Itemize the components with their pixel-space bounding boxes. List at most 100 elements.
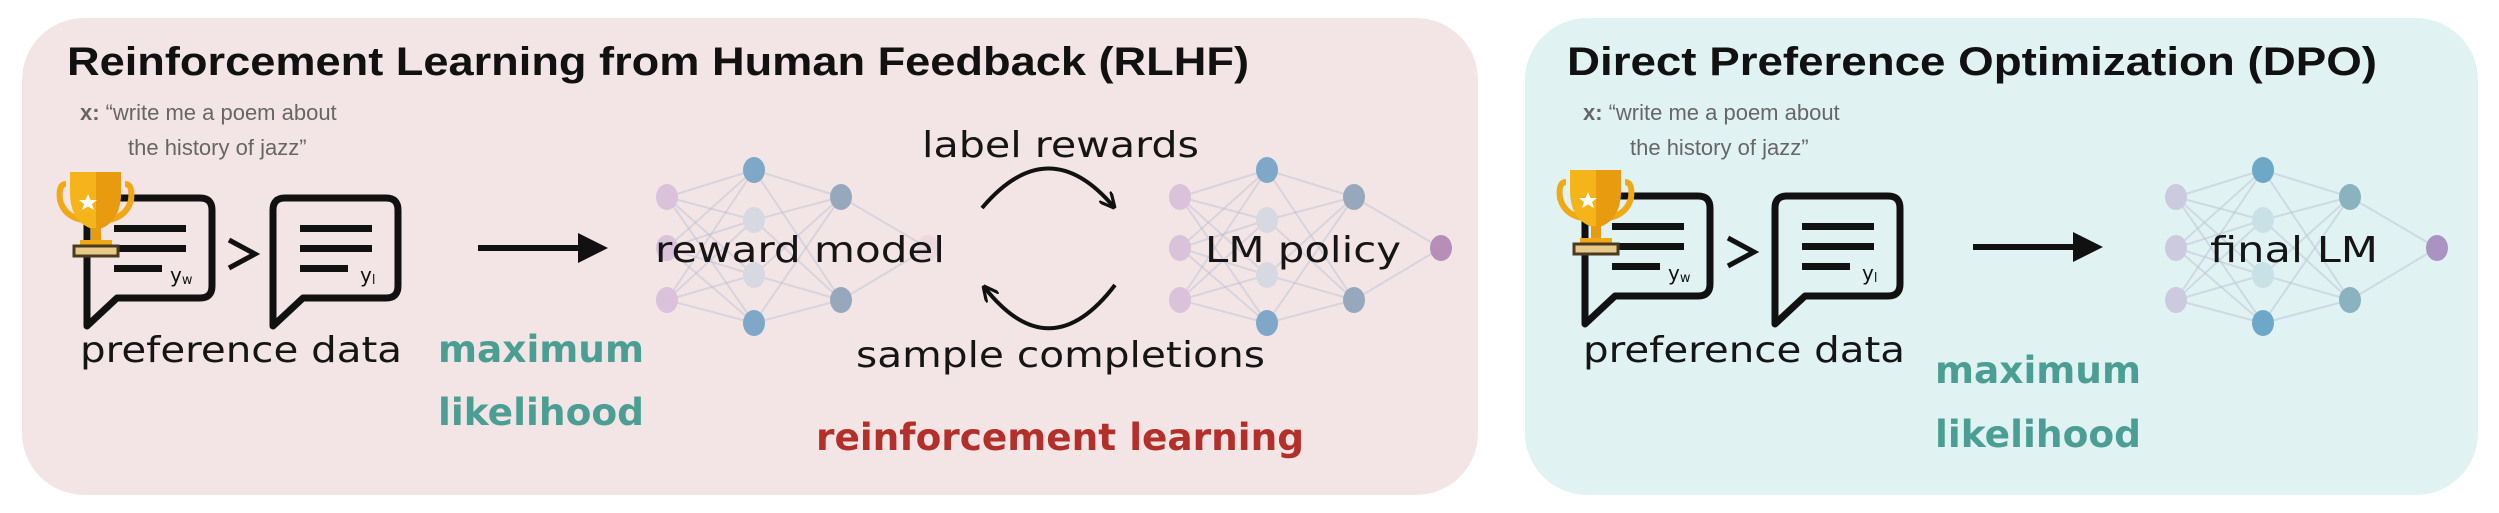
dpo-title: Direct Preference Optimization (DPO)	[1567, 40, 2377, 84]
label-rewards-label: label rewards	[922, 125, 1199, 166]
network-edge	[753, 196, 842, 324]
network-node	[2165, 287, 2187, 313]
network-edge	[2175, 219, 2264, 249]
network-edge	[1266, 169, 1355, 301]
network-node	[1343, 287, 1365, 313]
network-edge	[753, 169, 842, 301]
rlhf-loser-label: yl	[360, 263, 375, 288]
rlhf-preference-data-label: preference data	[80, 330, 402, 371]
network-node	[1256, 207, 1278, 233]
rlhf-prompt-line1: x:“write me a poem about	[80, 100, 337, 125]
lm-policy-network-icon	[1169, 157, 1452, 336]
network-edge	[666, 247, 755, 324]
network-edge	[1266, 299, 1355, 324]
network-edge	[1179, 169, 1268, 249]
network-edge	[1179, 169, 1268, 301]
network-edge	[1179, 274, 1268, 301]
network-edge	[1179, 299, 1268, 324]
network-edge	[2175, 169, 2264, 301]
network-edge	[666, 169, 755, 301]
network-node	[2252, 262, 2274, 288]
final-lm-label: final LM	[2210, 230, 2378, 271]
network-edge	[2175, 169, 2264, 198]
network-edge	[666, 274, 755, 301]
network-edge	[2349, 247, 2438, 301]
network-node	[2252, 207, 2274, 233]
dpo-ml-line2: likelihood	[1935, 413, 2141, 456]
network-edge	[666, 247, 755, 276]
network-edge	[2175, 247, 2264, 276]
network-edge	[1353, 247, 1442, 301]
dpo-preferred-over-icon	[1726, 235, 1760, 269]
network-node	[1256, 310, 1278, 336]
network-edge	[1179, 196, 1268, 221]
network-node	[1169, 235, 1191, 261]
network-node	[2252, 157, 2274, 183]
network-edge	[1266, 169, 1355, 198]
network-node	[743, 157, 765, 183]
rlhf-background	[22, 18, 1478, 495]
network-edge	[2262, 274, 2351, 301]
network-edge	[753, 299, 842, 324]
dpo-ml-line1: maximum	[1935, 349, 2141, 392]
network-edge	[753, 196, 842, 276]
network-edge	[753, 169, 842, 198]
dpo-prompt-line2: the history of jazz”	[1630, 135, 1809, 160]
rlhf-winner-label: yw	[170, 263, 193, 288]
dpo-prompt-line1: x:“write me a poem about	[1583, 100, 1840, 125]
sample-completions-arrow-icon	[985, 285, 1117, 331]
rlhf-panel: Reinforcement Learning from Human Feedba…	[22, 18, 1478, 495]
network-node	[1430, 235, 1452, 261]
network-node	[2339, 287, 2361, 313]
network-edge	[753, 196, 842, 221]
network-edge	[2175, 274, 2264, 301]
rlhf-preferred-over-icon	[227, 237, 261, 271]
network-node	[917, 235, 939, 261]
network-node	[830, 287, 852, 313]
network-node	[1169, 184, 1191, 210]
lm-policy-label: LM policy	[1205, 230, 1401, 271]
rlhf-title: Reinforcement Learning from Human Feedba…	[67, 40, 1249, 84]
dpo-winner-label: yw	[1668, 261, 1691, 286]
network-edge	[1179, 219, 1268, 249]
network-edge	[2262, 196, 2351, 221]
network-node	[2165, 235, 2187, 261]
network-edge	[1266, 196, 1355, 324]
network-edge	[666, 299, 755, 324]
network-edge	[2175, 247, 2264, 324]
network-node	[1256, 262, 1278, 288]
network-edge	[1266, 274, 1355, 301]
network-edge	[666, 196, 755, 276]
network-edge	[840, 196, 929, 249]
network-edge	[666, 169, 755, 198]
network-edge	[666, 196, 755, 324]
network-edge	[1179, 247, 1268, 324]
network-node	[656, 184, 678, 210]
network-node	[2339, 184, 2361, 210]
network-edge	[1179, 196, 1268, 324]
network-node	[2426, 235, 2448, 261]
network-edge	[1179, 219, 1268, 301]
network-node	[1256, 157, 1278, 183]
network-edge	[1179, 247, 1268, 276]
rlhf-ml-line2: likelihood	[438, 391, 644, 434]
network-edge	[666, 219, 755, 249]
sample-completions-label: sample completions	[856, 335, 1265, 376]
network-edge	[2262, 299, 2351, 324]
network-edge	[1179, 196, 1268, 276]
network-node	[743, 310, 765, 336]
network-node	[656, 287, 678, 313]
network-node	[2252, 310, 2274, 336]
dpo-background	[1525, 18, 2478, 495]
network-edge	[1179, 169, 1268, 198]
network-node	[743, 207, 765, 233]
network-node	[2165, 184, 2187, 210]
dpo-panel: Direct Preference Optimization (DPO) x:“…	[1525, 18, 2478, 495]
network-node	[1169, 287, 1191, 313]
network-node	[1343, 184, 1365, 210]
network-edge	[1353, 196, 1442, 249]
network-edge	[1266, 219, 1355, 301]
rlhf-ml-line1: maximum	[438, 328, 644, 371]
network-edge	[2262, 169, 2351, 301]
